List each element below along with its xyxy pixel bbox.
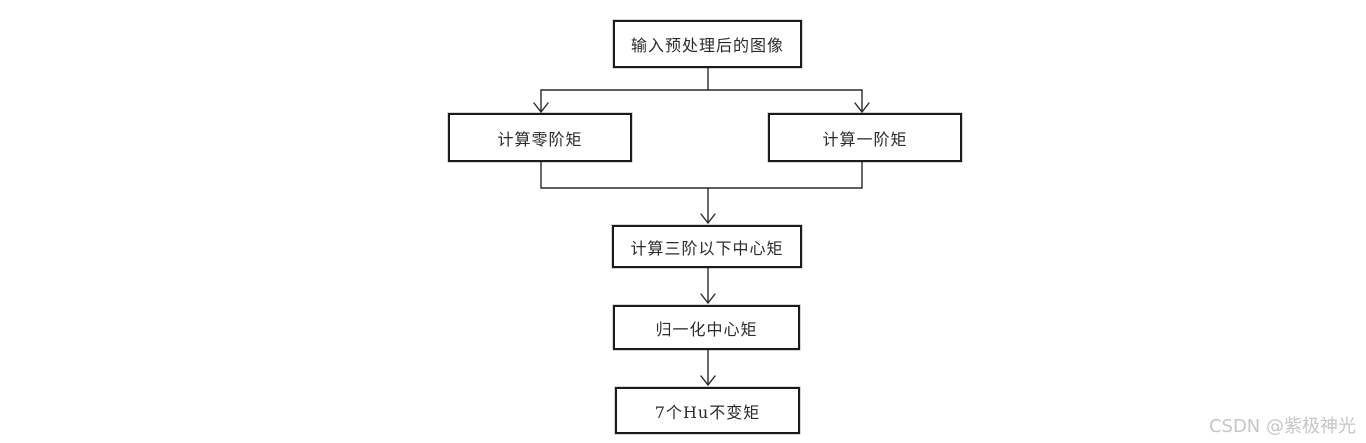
arrowhead-zero-order [533, 102, 549, 114]
arrowhead-hu-moments [700, 375, 716, 387]
arrowhead-first-order [854, 102, 870, 114]
flowchart-node-hu-invariant-moments: 7个Hu不变矩 [615, 387, 800, 434]
flowchart-node-normalized-central-moment: 归一化中心矩 [613, 305, 800, 350]
flowchart-node-first-order-moment: 计算一阶矩 [768, 113, 962, 162]
arrowhead-normalized [700, 293, 716, 305]
flowchart-node-input-image: 输入预处理后的图像 [613, 20, 802, 68]
csdn-watermark: CSDN @紫极神光 [1208, 416, 1356, 437]
flowchart-node-zero-order-moment: 计算零阶矩 [448, 113, 632, 162]
flowchart-node-third-order-central-moment: 计算三阶以下中心矩 [612, 225, 802, 268]
arrowhead-central-moment [700, 213, 716, 225]
